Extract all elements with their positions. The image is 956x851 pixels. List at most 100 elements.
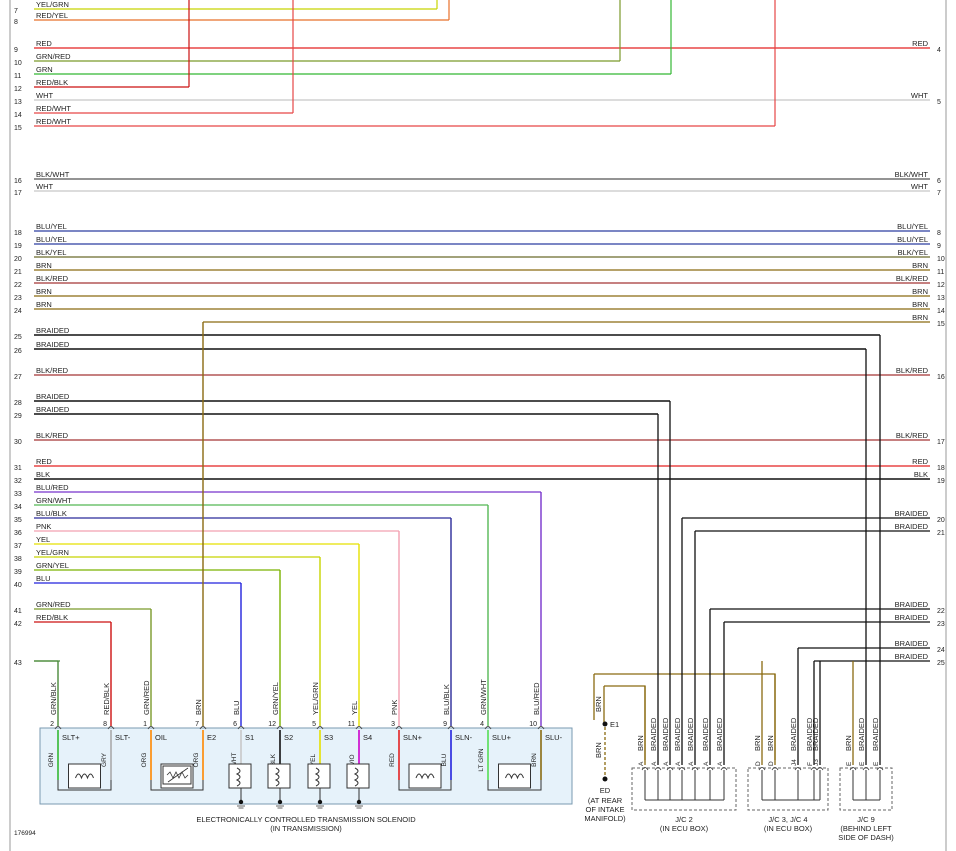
left-wire-label-19: BLU/YEL xyxy=(36,235,67,244)
left-wire-label-42: RED/BLK xyxy=(36,613,68,622)
junction-2-wire-label-0: BRN xyxy=(753,735,762,751)
junction-3-location-line-1: (BEHIND LEFT xyxy=(840,824,892,833)
right-pin-22: 22 xyxy=(937,608,945,615)
right-wire-label-13: BRN xyxy=(912,287,928,296)
left-pin-34: 34 xyxy=(14,504,22,511)
left-wire-label-26: BRAIDED xyxy=(36,340,70,349)
junction-pin-arrow-icon xyxy=(666,767,674,771)
solenoid-inner-label-1: ORG xyxy=(141,753,148,768)
solenoid-wire-label-8: RED/BLK xyxy=(102,683,111,715)
solenoid-pin-arrow-4 xyxy=(484,726,492,730)
right-wire-label-12: BLK/RED xyxy=(896,274,929,283)
solenoid-coil-box-2 xyxy=(408,763,442,789)
solenoid-term-S3: S3 xyxy=(324,733,333,742)
left-wire-label-41: GRN/RED xyxy=(36,600,71,609)
right-wire-label-24: BRAIDED xyxy=(895,639,929,648)
junction-pin-arrow-icon xyxy=(862,767,870,771)
left-pin-37: 37 xyxy=(14,543,22,550)
left-pin-21: 21 xyxy=(14,269,22,276)
left-wire-label-10: GRN/RED xyxy=(36,52,71,61)
ground-caption-line-1: (AT REAR xyxy=(588,796,623,805)
left-wire-label-15: RED/WHT xyxy=(36,117,71,126)
junction-3-pin-2: E xyxy=(873,761,880,766)
solenoid-inner-label-5: YEL xyxy=(310,753,317,766)
ground-symbol-icon xyxy=(276,805,284,809)
solenoid-caption-line-1: ELECTRONICALLY CONTROLLED TRANSMISSION S… xyxy=(196,815,416,824)
left-pin-22: 22 xyxy=(14,282,22,289)
solenoid-pin-12: 12 xyxy=(268,721,276,728)
right-wire-label-19: BLK xyxy=(914,470,928,479)
solenoid-pin-7: 7 xyxy=(195,721,199,728)
junction-3-pin-0: E xyxy=(846,761,853,766)
solenoid-pin-4: 4 xyxy=(480,721,484,728)
solenoid-inner-label-4: LT GRN xyxy=(478,748,485,772)
right-wire-label-17: BLK/RED xyxy=(896,431,929,440)
left-pin-28: 28 xyxy=(14,400,22,407)
junction-2-name: J/C 3, J/C 4 xyxy=(768,815,807,824)
left-wire-label-35: BLU/BLK xyxy=(36,509,67,518)
solenoid-pin-arrow-5 xyxy=(316,726,324,730)
right-pin-4: 4 xyxy=(937,47,941,54)
left-wire-label-9: RED xyxy=(36,39,52,48)
junction-1-wire-label-5: BRAIDED xyxy=(701,717,710,751)
right-pin-12: 12 xyxy=(937,282,945,289)
coil-icon xyxy=(415,773,435,780)
junction-3-wire-label-0: BRN xyxy=(844,735,853,751)
figure-id: 176994 xyxy=(14,830,36,837)
left-pin-41: 41 xyxy=(14,608,22,615)
solenoid-wire-label-11: YEL xyxy=(350,701,359,715)
right-pin-20: 20 xyxy=(937,517,945,524)
right-wire-label-18: RED xyxy=(912,457,928,466)
solenoid-wire-label-9: BLU/BLK xyxy=(442,684,451,715)
left-wire-label-22: BLK/RED xyxy=(36,274,69,283)
junction-1-pin-1: A xyxy=(651,761,658,766)
left-wire-label-34: GRN/WHT xyxy=(36,496,72,505)
left-pin-30: 30 xyxy=(14,439,22,446)
solenoid-pin-arrow-6 xyxy=(237,726,245,730)
junction-2-wire-label-1: BRN xyxy=(766,735,775,751)
right-wire-label-5: WHT xyxy=(911,91,928,100)
coil-icon xyxy=(235,767,241,787)
junction-1-pin-2: A xyxy=(663,761,670,766)
solenoid-pin-arrow-8 xyxy=(107,726,115,730)
left-wire-label-29: BRAIDED xyxy=(36,405,70,414)
solenoid-wire-label-3: PNK xyxy=(390,700,399,715)
ground-point-icon xyxy=(602,776,608,782)
left-pin-23: 23 xyxy=(14,295,22,302)
coil-icon xyxy=(274,767,280,787)
right-wire-label-14: BRN xyxy=(912,300,928,309)
right-wire-label-4: RED xyxy=(912,39,928,48)
junction-1-pin-3: A xyxy=(675,761,682,766)
right-pin-16: 16 xyxy=(937,374,945,381)
right-wire-label-16: BLK/RED xyxy=(896,366,929,375)
right-pin-11: 11 xyxy=(937,269,944,276)
right-wire-label-15: BRN xyxy=(912,313,928,322)
ground-caption-line-3: MANIFOLD) xyxy=(584,814,626,823)
left-pin-26: 26 xyxy=(14,348,22,355)
solenoid-term-S4: S4 xyxy=(363,733,372,742)
right-pin-21: 21 xyxy=(937,530,945,537)
right-pin-6: 6 xyxy=(937,178,941,185)
junction-3-name: J/C 9 xyxy=(857,815,875,824)
left-wire-label-32: BLK xyxy=(36,470,50,479)
left-pin-25: 25 xyxy=(14,334,22,341)
junction-pin-arrow-icon xyxy=(758,767,766,771)
solenoid-term-SLN-: SLN- xyxy=(455,733,473,742)
solenoid-wire-label-12: GRN/YEL xyxy=(271,682,280,715)
solenoid-pin-2: 2 xyxy=(50,721,54,728)
solenoid-loop-3 xyxy=(487,780,542,791)
junction-2-pin-2: J4 xyxy=(791,759,798,766)
solenoid-inner-label-2: GRN xyxy=(48,752,55,767)
junction-pin-arrow-icon xyxy=(641,767,649,771)
solenoid-wire-label-6: BLU xyxy=(232,700,241,715)
left-wire-label-8: RED/YEL xyxy=(36,11,68,20)
junction-pin-arrow-icon xyxy=(816,767,824,771)
junction-2-pin-0: D xyxy=(755,761,762,766)
left-pin-33: 33 xyxy=(14,491,22,498)
left-wire-label-39: GRN/YEL xyxy=(36,561,69,570)
right-wire-label-21: BRAIDED xyxy=(895,522,929,531)
junction-pin-arrow-icon xyxy=(794,767,802,771)
solenoid-wire-label-2: GRN/BLK xyxy=(49,682,58,715)
right-wire-label-9: BLU/YEL xyxy=(897,235,928,244)
